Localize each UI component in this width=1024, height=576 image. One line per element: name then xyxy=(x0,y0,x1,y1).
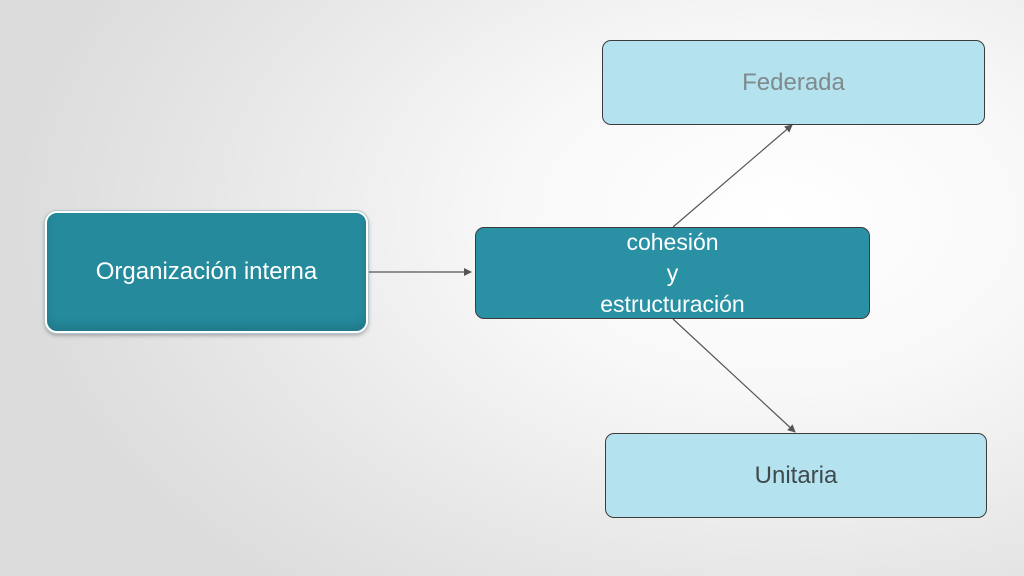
node-center-line-2: y xyxy=(666,259,679,286)
node-unitaria: Unitaria xyxy=(605,433,987,518)
arrow-center-to-top xyxy=(672,124,793,228)
node-federada-label: Federada xyxy=(742,68,845,96)
node-unitaria-label: Unitaria xyxy=(754,461,838,489)
node-center-line-1: cohesión xyxy=(626,228,719,255)
arrow-center-to-bottom xyxy=(672,318,796,433)
node-cohesion-estructuracion: cohesión y estructuración xyxy=(475,227,870,319)
node-organizacion-interna: Organización interna xyxy=(45,211,368,333)
node-center-line-3: estructuración xyxy=(600,290,745,317)
node-organizacion-interna-label: Organización interna xyxy=(95,258,318,285)
node-federada: Federada xyxy=(602,40,985,125)
